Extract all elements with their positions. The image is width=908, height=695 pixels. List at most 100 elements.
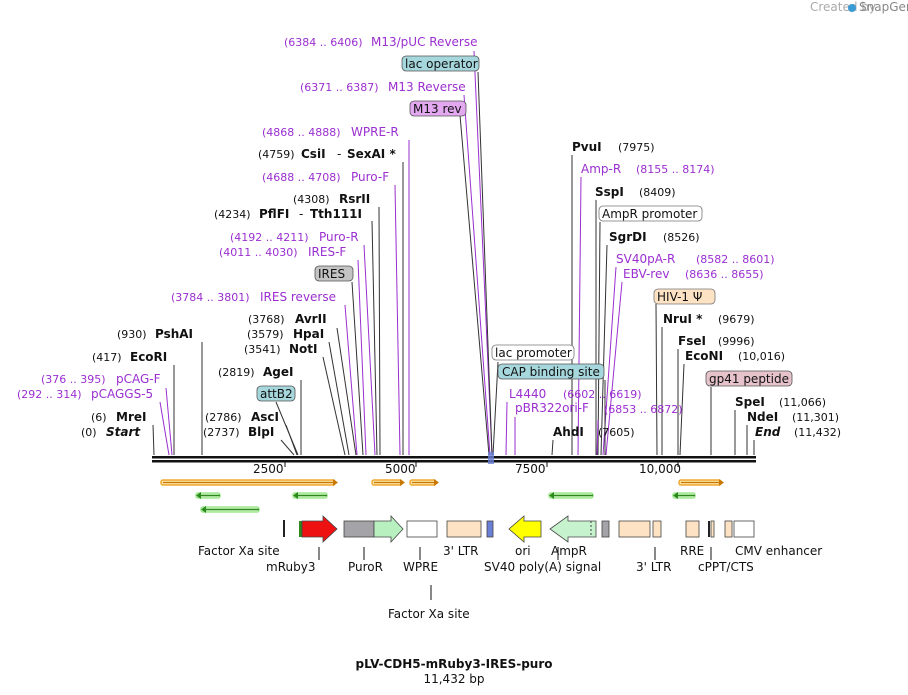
primer-coords-wpre-r: (4868 .. 4888) — [262, 126, 341, 139]
plasmid-size: 11,432 bp — [423, 672, 484, 686]
feature-gp41-peptide: gp41 peptide — [709, 372, 789, 386]
label-puror: PuroR — [348, 560, 383, 574]
enzyme-pvui: PvuI — [572, 140, 602, 154]
feature-box-gp41-peptide — [705, 370, 793, 387]
gp41-mark — [708, 521, 710, 537]
puror-feature — [373, 514, 404, 544]
enzyme-pos-hpai: (3579) — [247, 328, 284, 341]
primer-coords-amp-r: (8155 .. 8174) — [636, 163, 715, 176]
enzyme-pos-econi: (10,016) — [738, 350, 785, 363]
label-sv40-polya: SV40 poly(A) signal — [484, 560, 601, 574]
start-label: Start — [106, 425, 141, 439]
enzyme-sspi: SspI — [595, 185, 624, 199]
primer-coords-puro-r: (4192 .. 4211) — [230, 231, 309, 244]
primer-pbr322ori-f: pBR322ori-F — [515, 401, 589, 415]
primer-ires-f: IRES-F — [308, 245, 346, 259]
enzyme-sexai: SexAI * — [347, 147, 396, 161]
enzyme-pflfi: PflFI — [259, 207, 289, 221]
feature-hiv1-psi: HIV-1 Ψ — [657, 290, 702, 304]
sequence-backbone — [152, 452, 756, 464]
label-3ltr-2: 3' LTR — [636, 560, 671, 574]
enzyme-mrei: MreI — [116, 410, 146, 424]
enzyme-pos-pvui: (7975) — [618, 141, 655, 154]
feature-box-m13-rev — [409, 100, 467, 117]
primer-coords-pcag-f: (376 .. 395) — [41, 373, 106, 386]
created-by-label: Created by — [810, 0, 876, 14]
ampr-feature — [549, 515, 597, 543]
enzyme-pos-sspi: (8409) — [639, 186, 676, 199]
tick-label-7500: 7500 — [515, 462, 546, 476]
enzyme-pos-asci: (2786) — [205, 411, 242, 424]
enzyme-ndei: NdeI — [747, 410, 778, 424]
primer-coords-ires-reverse: (3784 .. 3801) — [171, 291, 250, 304]
feature-ires: IRES — [318, 267, 345, 281]
cppt-feature — [710, 520, 715, 538]
label-factor-xa-site: Factor Xa site — [198, 544, 280, 558]
label-rre: RRE — [680, 544, 704, 558]
end-label: End — [755, 425, 781, 439]
primer-coords-sv40pa-r: (8582 .. 8601) — [696, 253, 775, 266]
tick-label-10000: 10,000 — [639, 462, 681, 476]
primer-amp-r: Amp-R — [581, 162, 621, 176]
primer-puro-r: Puro-R — [319, 230, 359, 244]
plasmid-title: pLV-CDH5-mRuby3-IRES-puro — [356, 657, 553, 671]
enzyme-csii: CsiI — [301, 147, 326, 161]
enzyme-pos-fsei: (9996) — [718, 335, 755, 348]
attb2-mark — [299, 521, 302, 537]
primer-m13-puc-reverse: M13/pUC Reverse — [371, 35, 478, 49]
label-ampr: AmpR — [551, 544, 587, 558]
ltr3-2-feature — [618, 520, 651, 538]
enzyme-pos-agei: (2819) — [218, 366, 255, 379]
enzyme-pos-noti: (3541) — [244, 343, 281, 356]
start-pos: (0) — [81, 426, 97, 439]
enzyme-blpi: BlpI — [248, 425, 274, 439]
label-ori: ori — [515, 544, 531, 558]
ltr3-feature — [446, 520, 482, 538]
feature-box-ires — [314, 265, 354, 282]
enzyme-spei: SpeI — [735, 395, 765, 409]
primer-l4440: L4440 — [509, 387, 546, 401]
primer-pcag-f: pCAG-F — [116, 372, 161, 386]
enzyme-tth111i: Tth111I — [310, 207, 362, 221]
snapgene-brand: SnapGene — [859, 0, 908, 14]
label-3ltr: 3' LTR — [443, 544, 478, 558]
enzyme-separator: - — [337, 147, 341, 161]
tick-label-5000: 5000 — [385, 462, 416, 476]
primer-coords-pcaggs-5: (292 .. 314) — [17, 388, 82, 401]
primer-m13-reverse: M13 Reverse — [388, 80, 466, 94]
primer-wpre-r: WPRE-R — [351, 125, 399, 139]
enzyme-pos-blpi: (2737) — [203, 426, 240, 439]
rre-feature — [685, 520, 700, 538]
enzyme-ahdi: AhdI — [553, 425, 584, 439]
feature-box-hiv1-psi — [653, 288, 716, 305]
end-pos: (11,432) — [794, 426, 841, 439]
primer-coords-6602: (6602 .. 6619) — [563, 388, 642, 401]
feature-box-cap-binding-site — [497, 363, 605, 380]
enzyme-pos-sgrdi: (8526) — [663, 231, 700, 244]
enzyme-ecori: EcoRI — [130, 350, 167, 364]
primer-puro-f: Puro-F — [351, 170, 389, 184]
feature-label-stems — [318, 547, 712, 600]
primer-coords-puro-f: (4688 .. 4708) — [262, 171, 341, 184]
enzyme-fsei: FseI — [678, 334, 706, 348]
enzyme-rsrii: RsrII — [339, 192, 370, 206]
primer-pcaggs-5: pCAGGS-5 — [91, 387, 153, 401]
mruby3-feature — [301, 515, 338, 543]
enzyme-agei: AgeI — [263, 365, 293, 379]
leader-lines — [152, 50, 755, 456]
feature-lac-promoter: lac promoter — [495, 346, 572, 360]
feature-attb2: attB2 — [260, 387, 293, 401]
enzyme-pos-nrui: (9679) — [718, 313, 755, 326]
enzyme-separator: - — [299, 207, 303, 221]
enzyme-pos-ndei: (11,301) — [792, 411, 839, 424]
label-mruby3: mRuby3 — [266, 560, 315, 574]
primer-sv40pa-r: SV40pA-R — [616, 252, 675, 266]
enzyme-pos-rsrii: (4308) — [293, 193, 330, 206]
hiv1-psi-feature — [652, 520, 662, 538]
enzyme-avrii: AvrII — [295, 312, 327, 326]
label-factor-xa-site-2: Factor Xa site — [388, 607, 470, 621]
label-cppt-cts: cPPT/CTS — [698, 560, 754, 574]
tick-label-2500: 2500 — [253, 462, 284, 476]
feature-track — [283, 514, 755, 544]
enzyme-econi: EcoNI — [685, 349, 723, 363]
